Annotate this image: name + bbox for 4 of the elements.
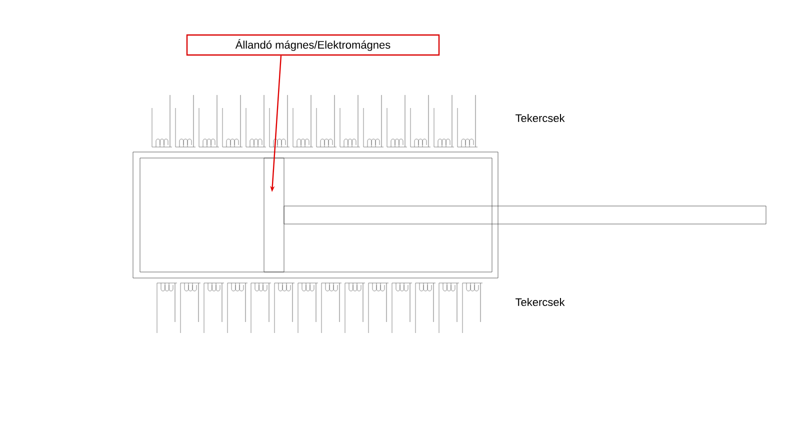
coil-label: Tekercsek (516, 114, 565, 122)
magnet-box (264, 158, 284, 272)
label-box: Állandó mágnes/Elektromágnes (186, 34, 440, 56)
coil-label: Tekercsek (516, 298, 565, 306)
